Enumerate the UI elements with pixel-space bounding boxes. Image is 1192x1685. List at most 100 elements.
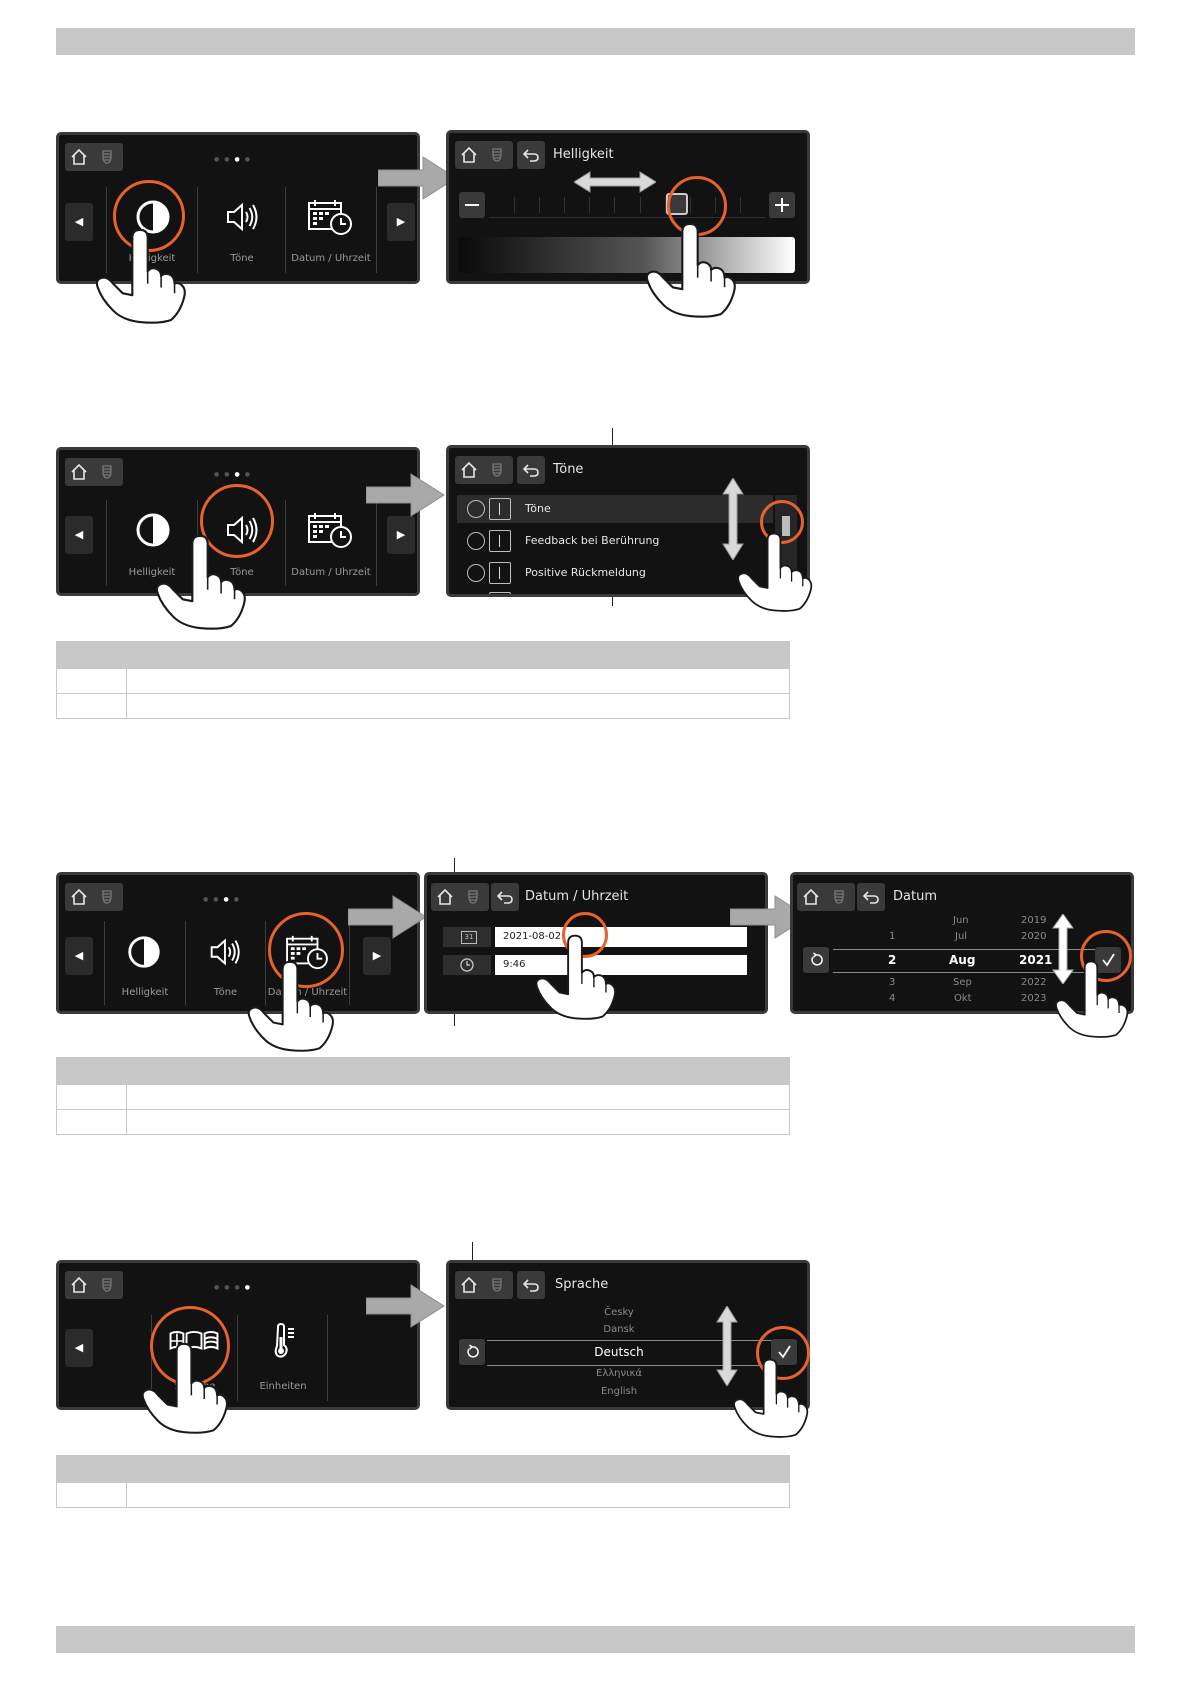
language-option[interactable]: English xyxy=(600,1386,638,1397)
pointing-hand-icon xyxy=(244,960,336,1052)
page-indicator: ●●●● xyxy=(203,896,244,903)
home-probe-group xyxy=(797,883,855,911)
day-option-selected[interactable]: 2 xyxy=(888,953,897,967)
language-option[interactable]: Dansk xyxy=(603,1324,635,1335)
list-item[interactable]: Positive Rückmeldung xyxy=(525,566,646,579)
tile-label-brightness: Helligkeit xyxy=(121,987,169,998)
back-button[interactable] xyxy=(517,1271,545,1299)
back-button[interactable] xyxy=(517,141,545,169)
track-tick xyxy=(640,197,641,213)
page-header-bar xyxy=(56,28,1135,55)
language-option[interactable]: Česky xyxy=(604,1307,634,1318)
nav-prev-button[interactable]: ◀ xyxy=(65,1329,93,1367)
nav-prev-button[interactable]: ◀ xyxy=(65,203,93,241)
language-option[interactable]: Ελληνικά xyxy=(596,1368,642,1379)
decrease-button[interactable] xyxy=(459,192,485,218)
home-icon[interactable] xyxy=(69,147,89,167)
brightness-gradient-bar[interactable] xyxy=(459,237,795,273)
probe-icon xyxy=(463,887,483,907)
year-option-selected[interactable]: 2021 xyxy=(1019,953,1053,967)
toggle-off-indicator[interactable] xyxy=(467,500,485,518)
tile-label-sounds: Töne xyxy=(230,567,254,578)
month-option-selected[interactable]: Aug xyxy=(949,953,976,967)
tile-label-sounds: Töne xyxy=(213,987,238,998)
month-option[interactable]: Jun xyxy=(953,915,969,926)
nav-prev-button[interactable]: ◀ xyxy=(65,516,93,554)
home-probe-group xyxy=(65,143,123,171)
toggle-off-indicator[interactable] xyxy=(467,532,485,550)
home-icon[interactable] xyxy=(801,887,821,907)
year-option[interactable]: 2023 xyxy=(1021,993,1047,1004)
divider xyxy=(104,921,105,1005)
home-icon[interactable] xyxy=(69,462,89,482)
toggle-on-indicator[interactable] xyxy=(489,562,511,584)
highlight-ring xyxy=(760,500,804,544)
speaker-icon[interactable] xyxy=(205,933,243,971)
speaker-icon[interactable] xyxy=(221,197,261,237)
toggle-on-indicator[interactable] xyxy=(489,530,511,552)
page-indicator: ●●●● xyxy=(214,471,255,478)
thermometer-icon[interactable] xyxy=(263,1321,303,1361)
highlight-ring xyxy=(200,484,274,558)
divider xyxy=(285,187,286,273)
increase-button[interactable] xyxy=(769,192,795,218)
divider xyxy=(376,500,377,586)
calendar-clock-icon[interactable] xyxy=(305,510,355,550)
day-option[interactable]: 1 xyxy=(889,931,896,942)
back-button[interactable] xyxy=(857,883,885,911)
contrast-icon[interactable] xyxy=(125,933,163,971)
home-icon[interactable] xyxy=(69,887,89,907)
track-tick xyxy=(740,197,741,213)
flow-arrow-icon xyxy=(348,894,428,940)
nav-prev-button[interactable]: ◀ xyxy=(65,937,93,975)
month-option[interactable]: Sep xyxy=(953,977,972,988)
date-field[interactable]: 2021-08-02 xyxy=(495,927,747,947)
calendar-clock-icon[interactable] xyxy=(305,197,355,237)
reset-button[interactable] xyxy=(459,1339,485,1365)
nav-next-button[interactable]: ▶ xyxy=(363,937,391,975)
toggle-on-indicator xyxy=(489,592,511,594)
reset-icon xyxy=(462,1342,482,1362)
menu-screen-4: ●●●● ◀ Sprache Einheiten xyxy=(56,1260,420,1410)
day-option[interactable]: 4 xyxy=(889,993,896,1004)
pointing-hand-icon xyxy=(532,934,618,1020)
time-field[interactable]: 9:46 xyxy=(495,955,747,975)
probe-icon xyxy=(97,887,117,907)
back-button[interactable] xyxy=(491,883,519,911)
toggle-off-indicator[interactable] xyxy=(467,564,485,582)
back-button[interactable] xyxy=(517,456,545,484)
home-icon[interactable] xyxy=(459,460,479,480)
home-probe-group xyxy=(65,1271,123,1299)
list-item[interactable]: Feedback bei Berührung xyxy=(525,534,660,547)
pointing-hand-icon xyxy=(138,1342,230,1434)
month-option[interactable]: Jul xyxy=(955,931,968,942)
tile-label-units: Einheiten xyxy=(259,1381,307,1392)
home-icon[interactable] xyxy=(459,1275,479,1295)
list-item-highlight xyxy=(457,495,773,523)
home-icon[interactable] xyxy=(435,887,455,907)
language-option-selected[interactable]: Deutsch xyxy=(594,1345,644,1359)
nav-next-button[interactable]: ▶ xyxy=(387,516,415,554)
year-option[interactable]: 2019 xyxy=(1021,915,1047,926)
home-probe-group xyxy=(65,458,123,486)
home-icon[interactable] xyxy=(69,1275,89,1295)
year-option[interactable]: 2020 xyxy=(1021,931,1047,942)
track-tick xyxy=(614,197,615,213)
toggle-on-indicator[interactable] xyxy=(489,498,511,520)
reset-button[interactable] xyxy=(803,947,829,973)
year-option[interactable]: 2022 xyxy=(1021,977,1047,988)
day-option[interactable]: 3 xyxy=(889,977,896,988)
pointing-hand-icon xyxy=(1052,960,1130,1038)
home-icon[interactable] xyxy=(459,145,479,165)
info-table xyxy=(56,641,790,719)
home-probe-group xyxy=(65,883,123,911)
divider xyxy=(197,187,198,273)
menu-screen-3: ●●●● ◀ ▶ Helligkeit Töne Datum / Uhrzeit xyxy=(56,872,420,1014)
back-icon xyxy=(521,145,541,165)
tile-label-brightness: Helligkeit xyxy=(128,567,176,578)
page-indicator: ●●●● xyxy=(214,1284,255,1291)
nav-next-button[interactable]: ▶ xyxy=(387,203,415,241)
pointing-hand-icon xyxy=(152,534,248,630)
list-item[interactable]: Töne xyxy=(525,502,551,515)
month-option[interactable]: Okt xyxy=(954,993,972,1004)
